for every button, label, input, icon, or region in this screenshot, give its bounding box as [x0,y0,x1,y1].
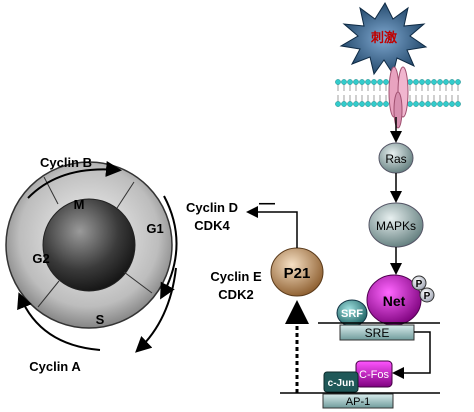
cycle-arrow-cyclin-a [17,292,101,351]
ras-node: Ras [378,142,414,174]
lipid-head [353,79,359,85]
lipid-head [377,101,383,107]
srf-label: SRF [341,308,363,320]
lipid-head [437,79,443,85]
lipid-head [347,101,353,107]
cdk2-label: CDK2 [218,287,253,302]
cycle-arrow-g1 [160,195,178,300]
lipid-head [425,79,431,85]
ap1-element: AP-1 [322,393,394,409]
phospho-group-2: P [419,287,435,303]
cycle-arrow-s [135,267,177,353]
stimulus-burst: 刺激 [339,1,428,76]
phase-g1: G1 [146,221,163,236]
phospho-group-1: P [411,275,427,291]
net-label: Net [383,293,406,309]
lipid-head [425,101,431,107]
c-fos-node: C-Fos [355,360,393,388]
inhibit-sign: — [259,195,275,212]
cyclin-a-label: Cyclin A [29,359,81,374]
phase-divider-2 [116,181,135,209]
arrow-sre-to-cfos [392,331,431,379]
lipid-head [419,101,425,107]
p21-node: P21 [270,247,324,297]
c-fos-label: C-Fos [359,369,389,381]
lipid-head [341,101,347,107]
mapks-node: MAPKs [368,202,424,248]
lipid-head [449,79,455,85]
sre-label: SRE [365,326,390,340]
cdk4-label: CDK4 [194,218,230,233]
lipid-head [383,101,389,107]
lipid-head [365,101,371,107]
lipid-head [407,101,413,107]
lipid-head [455,79,461,85]
c-jun-label: c-Jun [328,378,355,389]
cyclin-b-label: Cyclin B [40,155,92,170]
cyclin-e-label: Cyclin E [210,269,262,284]
lipid-head [359,79,365,85]
phase-s: S [96,312,105,327]
stimulus-label: 刺激 [371,30,398,45]
phase-divider-4 [37,280,60,308]
lipid-head [431,101,437,107]
membrane-receptor-channel [388,66,409,129]
lipid-head [383,79,389,85]
lipid-head [443,79,449,85]
lipid-head [449,101,455,107]
lipid-head [455,101,461,107]
net-node: Net [366,274,422,326]
lipid-head [347,79,353,85]
phase-m: M [74,197,85,212]
lipid-head [359,101,365,107]
lipid-head [335,79,341,85]
lipid-head [413,79,419,85]
phase-g2: G2 [32,251,49,266]
mapks-label: MAPKs [376,219,416,233]
phase-divider-1 [43,176,59,205]
phospho-label-2: P [424,291,431,302]
c-jun-node: c-Jun [323,371,359,393]
phospho-label-1: P [416,279,423,290]
lipid-head [365,79,371,85]
phase-divider-3 [123,271,153,294]
ras-label: Ras [385,152,406,166]
cell-membrane [335,79,461,107]
lipid-head [443,101,449,107]
lipid-head [353,101,359,107]
lipid-head [413,101,419,107]
lipid-head [335,101,341,107]
cyclin-d-label: Cyclin D [186,200,238,215]
lipid-head [371,79,377,85]
p21-label: P21 [284,265,311,282]
cycle-arrow-cyclin-b [27,161,122,199]
lipid-head [371,101,377,107]
cell-cycle-wheel: M G1 S G2 [5,161,173,329]
lipid-head [419,79,425,85]
lipid-head [341,79,347,85]
sre-element: SRE [339,324,415,341]
ap1-label: AP-1 [346,396,370,408]
arrow-p21-inhibits-cyclin-d [246,206,298,248]
lipid-head [377,79,383,85]
lipid-head [431,79,437,85]
lipid-head [437,101,443,107]
srf-node: SRF [336,299,368,327]
